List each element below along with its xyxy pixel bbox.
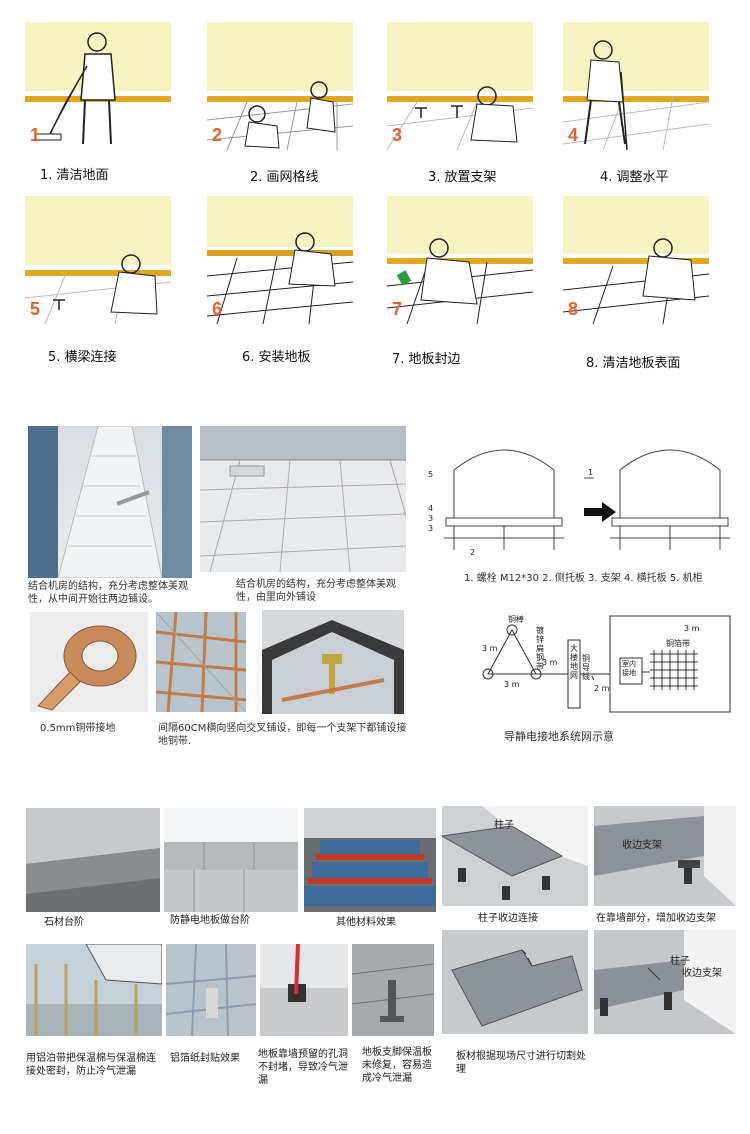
worker-placing-pedestal-icon	[387, 86, 533, 150]
worker-cleaning-floor-icon	[563, 238, 709, 324]
caption-cut-panel: 板材根据现场尺寸进行切割处理	[456, 1051, 586, 1075]
step-2-illustration: 2	[207, 22, 353, 150]
step-8-illustration: 8	[563, 196, 709, 324]
other-material-photo	[304, 808, 436, 912]
caption-wall-hole: 地板靠墙预留的孔洞不封堵，导致冷气泄漏	[258, 1049, 348, 1086]
step-6-illustration: 6	[207, 196, 353, 324]
label-3a: 3	[428, 514, 434, 523]
label-strip: 铜箔带	[666, 639, 690, 648]
copper-grid-photo	[156, 612, 246, 712]
caption-inside-out: 结合机房的结构，充分考虑整体美观性，由里向外铺设	[236, 579, 396, 603]
caption-wall-bracket: 在靠墙部分，增加收边支架	[596, 913, 716, 924]
step-caption: 3. 放置支架	[428, 170, 497, 185]
label-3m-a: 3 m	[482, 644, 498, 653]
label-building: 大楼地网	[570, 644, 578, 680]
worker-edge-sealing-icon	[387, 238, 533, 324]
person-mopping-icon	[34, 32, 116, 145]
copper-tape-photo	[30, 612, 148, 712]
step-number: 5	[30, 299, 41, 319]
caption-other-material: 其他材料效果	[336, 917, 396, 928]
worker-leveling-icon	[563, 40, 709, 150]
label-2: 2	[470, 548, 476, 557]
pillar-join-photo: 柱子	[442, 806, 588, 906]
grounding-title: 导静电接地系统网示意	[504, 730, 614, 743]
step-4-illustration: 4	[563, 22, 709, 150]
label-1: 1	[588, 468, 594, 477]
workers-drawing-grid-icon	[207, 81, 353, 150]
step-number: 2	[212, 125, 223, 145]
step-3-illustration: 3	[387, 22, 533, 150]
label-3b: 3	[428, 524, 434, 533]
bracket-label-2: 收边支架	[682, 968, 722, 979]
label-galv: 镀锌扁钢带	[536, 626, 544, 671]
caption-foil-sealing: 用铝泊带把保温棉与保温棉连接处密封，防止冷气泄漏	[26, 1053, 156, 1077]
step-1-illustration: 1	[25, 22, 171, 150]
label-2m: 2 m	[594, 684, 610, 693]
caption-copper-tape: 0.5mm铜带接地	[40, 723, 116, 734]
label-rod: 铜棒	[508, 615, 524, 624]
room-floor-photo	[200, 426, 406, 572]
wall-hole-photo	[260, 944, 348, 1036]
antistatic-step-photo	[164, 808, 298, 912]
pillar-label: 柱子	[494, 820, 514, 831]
step-7-illustration: 7	[387, 196, 533, 324]
pillar-bracket-photo: 柱子 收边支架	[594, 930, 736, 1034]
label-3m-b: 3 m	[504, 680, 520, 689]
wall-bracket-photo: 收边支架	[594, 806, 736, 906]
caption-copper-grid: 间隔60CM横向竖向交叉铺设，即每一个支架下都铺设接地铜带.	[158, 723, 407, 747]
caption-antistatic-step: 防静电地板做台阶	[170, 915, 250, 926]
label-3m-c: 3 m	[542, 658, 558, 667]
step-caption: 6. 安装地板	[242, 350, 311, 365]
caption-middle-out: 结合机房的结构，充分考虑整体美观性，从中间开始往两边铺设。	[28, 581, 188, 605]
bracket-label: 收边支架	[622, 840, 662, 851]
cabinet-support-diagram: 5 4 3 3 2 1	[424, 430, 734, 570]
step-caption: 8. 清洁地板表面	[586, 356, 681, 371]
step-number: 3	[392, 125, 403, 145]
pedestal-copper-photo	[262, 610, 404, 714]
step-caption: 4. 调整水平	[600, 170, 669, 185]
step-caption: 5. 横梁连接	[48, 350, 117, 365]
step-caption: 2. 画网格线	[250, 170, 319, 185]
caption-pillar-join: 柱子收边连接	[478, 913, 538, 924]
step-number: 4	[568, 125, 579, 145]
worker-installing-panels-icon	[207, 232, 353, 324]
step-number: 8	[568, 299, 579, 319]
pedestal-insulation-photo	[352, 944, 434, 1036]
step-number: 6	[212, 299, 223, 319]
label-5: 5	[428, 470, 434, 479]
grounding-network-diagram: 铜棒 镀锌扁钢带 3 m 3 m 3 m 大楼地网 铜导线 2 m 室内接地 铜…	[478, 614, 732, 718]
label-3m-d: 3 m	[684, 624, 700, 633]
caption-stone-step: 石材台阶	[44, 917, 84, 928]
step-number: 1	[30, 125, 41, 145]
foil-sealing-photo	[26, 944, 162, 1036]
pillar-label-2: 柱子	[670, 956, 690, 967]
label-4: 4	[428, 504, 434, 513]
foil-effect-photo	[166, 944, 256, 1036]
aisle-floor-photo	[28, 426, 192, 578]
step-caption: 7. 地板封边	[392, 352, 461, 367]
step-number: 7	[392, 299, 403, 319]
step-caption: 1. 清洁地面	[40, 168, 109, 183]
worker-connecting-beams-icon	[25, 254, 171, 324]
diagram-legend: 1. 螺栓 M12*30 2. 侧托板 3. 支架 4. 横托板 5. 机柜	[464, 573, 703, 584]
stone-step-photo	[26, 808, 160, 912]
label-room: 室内接地	[622, 660, 636, 677]
caption-foil-effect: 铝箔纸封贴效果	[170, 1053, 240, 1064]
caption-pedestal-insulation: 地板支脚保温板未修复，容易造成冷气泄漏	[362, 1047, 432, 1084]
step-5-illustration: 5	[25, 196, 171, 324]
label-wire: 铜导线	[582, 654, 590, 681]
cut-panel-photo	[442, 930, 588, 1034]
